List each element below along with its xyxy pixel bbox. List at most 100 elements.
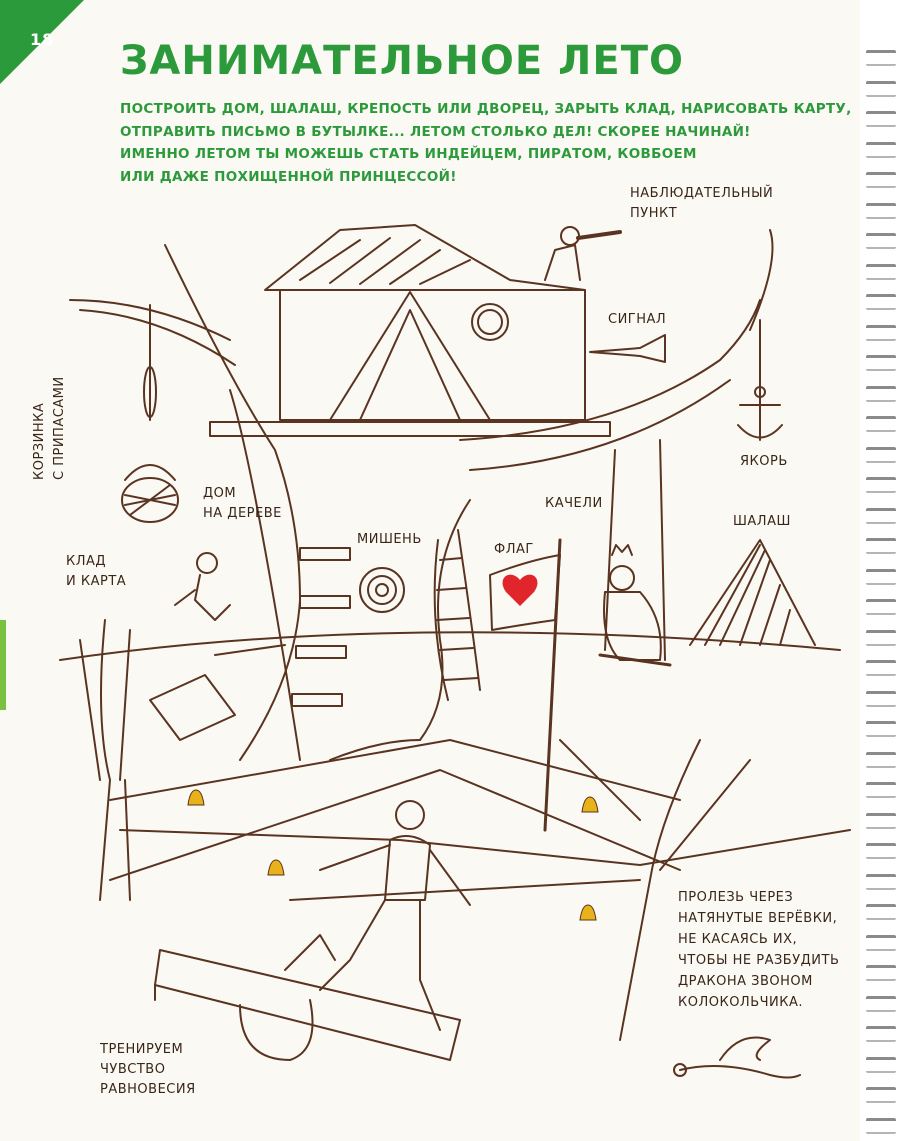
treehouse-platform [209, 421, 611, 437]
bell-icon [579, 904, 597, 921]
binding-ring [866, 172, 896, 188]
treasure-kid [196, 552, 218, 574]
label-balance: ТРЕНИРУЕМ ЧУВСТВО РАВНОВЕСИЯ [100, 1042, 196, 1097]
rope-line [109, 769, 681, 881]
bell-icon [581, 796, 599, 813]
binding-ring [866, 721, 896, 737]
treehouse-roof [264, 224, 586, 291]
binding-ring [866, 385, 896, 402]
tree-trunk-left [164, 244, 301, 761]
crown [611, 544, 633, 556]
label-ropes: ПРОЛЕЗЬ ЧЕРЕЗ НАТЯНУТЫЕ ВЕРЁВКИ, НЕ КАСА… [678, 890, 840, 1010]
intro-line: ИЛИ ДАЖЕ ПОХИЩЕННОЙ ПРИНЦЕССОЙ! [120, 168, 457, 185]
binding-ring [866, 202, 896, 219]
label-lookout: НАБЛЮДАТЕЛЬНЫЙ ПУНКТ [630, 186, 774, 221]
binding-ring [866, 1056, 896, 1073]
tree-trunk-right [419, 499, 471, 741]
binding-ring [866, 263, 896, 280]
binding-ring [866, 355, 896, 371]
binding-ring [866, 416, 896, 432]
label-treasure: КЛАД И КАРТА [66, 554, 127, 589]
intro-text: ПОСТРОИТЬ ДОМ, ШАЛАШ, КРЕПОСТЬ ИЛИ ДВОРЕ… [120, 98, 852, 188]
binding-ring [866, 80, 896, 97]
flag [489, 554, 561, 631]
left-bush [99, 619, 111, 901]
spiral-binding [860, 0, 910, 1141]
intro-line: ПОСТРОИТЬ ДОМ, ШАЛАШ, КРЕПОСТЬ ИЛИ ДВОРЕ… [120, 101, 852, 117]
binding-ring [866, 599, 896, 615]
binding-ring [866, 1026, 896, 1042]
telescope [576, 230, 622, 240]
binding-ring [866, 660, 896, 676]
treehouse-illustration [59, 224, 851, 1079]
page-number: 18 [30, 30, 55, 49]
swing-ropes [604, 439, 666, 661]
binding-ring [866, 904, 896, 920]
label-anchor: ЯКОРЬ [740, 454, 788, 469]
seesaw-log [239, 999, 314, 1061]
binding-ring [866, 873, 896, 890]
right-bush [619, 739, 701, 1041]
binding-ring [866, 965, 896, 981]
treasure-map [149, 674, 236, 741]
rope-line [109, 739, 681, 801]
trunk-rung [291, 693, 343, 707]
binding-ring [866, 507, 896, 524]
right-branch [459, 299, 761, 441]
binding-ring [866, 751, 896, 768]
binding-ring [866, 324, 896, 341]
anchor [737, 397, 783, 441]
bell-icon [187, 789, 205, 806]
binding-ring [866, 141, 896, 158]
dragon [679, 1065, 801, 1079]
label-flag: ФЛАГ [494, 542, 534, 557]
binding-ring [866, 568, 896, 585]
basket [121, 477, 179, 523]
trunk-rung [299, 595, 351, 609]
label-target: МИШЕНЬ [357, 532, 422, 547]
binding-ring [866, 843, 896, 859]
window-porthole [471, 303, 509, 341]
rope-ladder [433, 529, 481, 701]
intro-line: ОТПРАВИТЬ ПИСЬМО В БУТЫЛКЕ... ЛЕТОМ СТОЛ… [120, 123, 751, 140]
page-title: ЗАНИМАТЕЛЬНОЕ ЛЕТО [120, 38, 684, 84]
activity-page: 18 ЗАНИМАТЕЛЬНОЕ ЛЕТО ПОСТРОИТЬ ДОМ, ШАЛ… [0, 0, 852, 1097]
binding-ring [866, 446, 896, 463]
binding-ring [866, 934, 896, 951]
seesaw-plank [154, 949, 461, 1061]
target [359, 567, 405, 613]
binding-ring [866, 995, 896, 1012]
rope-line [119, 829, 851, 866]
label-signal: СИГНАЛ [608, 312, 667, 327]
trunk-rung [295, 645, 347, 659]
heart-icon [502, 574, 538, 606]
label-treehouse: ДОМ НА ДЕРЕВЕ [203, 486, 282, 521]
trunk-rung [299, 547, 351, 561]
label-hut: ШАЛАШ [733, 514, 791, 529]
binding-ring [866, 538, 896, 554]
label-basket: КОРЗИНКА С ПРИПАСАМИ [32, 376, 67, 480]
balancing-boy [395, 800, 425, 830]
binding-ring [866, 294, 896, 310]
intro-line: ИМЕННО ЛЕТОМ ТЫ МОЖЕШЬ СТАТЬ ИНДЕЙЦЕМ, П… [120, 146, 697, 162]
signal-horn [589, 334, 666, 363]
binding-ring [866, 233, 896, 249]
label-swing: КАЧЕЛИ [545, 496, 603, 511]
ground-line [59, 631, 841, 661]
binding-ring [866, 50, 896, 66]
hut [689, 539, 816, 646]
page-edge-strip [0, 620, 6, 710]
binding-ring [866, 1087, 896, 1103]
binding-ring [866, 477, 896, 493]
princess-figure [609, 565, 635, 591]
binding-ring [866, 629, 896, 646]
bell-icon [267, 859, 285, 876]
binding-ring [866, 111, 896, 127]
binding-ring [866, 782, 896, 798]
binding-ring [866, 1117, 896, 1134]
lookout-figure [544, 244, 581, 281]
binding-ring [866, 812, 896, 829]
binding-ring [866, 690, 896, 707]
tent-flap [329, 291, 491, 421]
treehouse-walls [279, 289, 586, 421]
